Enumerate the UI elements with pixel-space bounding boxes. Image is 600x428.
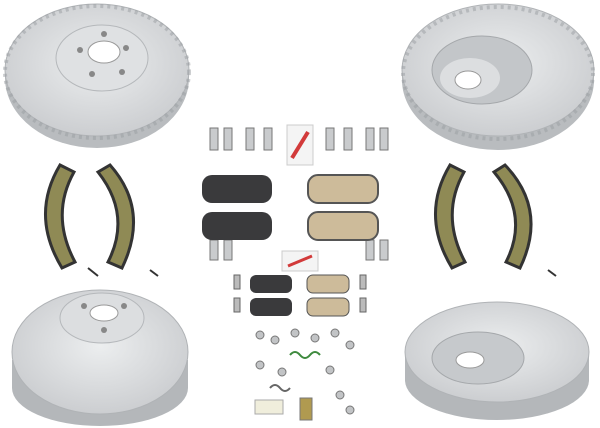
brake-shoes-left bbox=[44, 163, 159, 277]
drum-hardware-kit bbox=[254, 328, 355, 421]
rear-brake-pads bbox=[233, 274, 367, 317]
brake-shoes-right bbox=[434, 163, 557, 277]
front-rotor-right bbox=[401, 3, 595, 150]
rear-rotor-left bbox=[11, 289, 189, 426]
rear-rotor-right bbox=[404, 301, 590, 420]
lubricant-packet bbox=[281, 124, 319, 272]
pad-hardware-clips bbox=[209, 127, 389, 261]
front-rotor-left bbox=[3, 3, 191, 148]
front-brake-pads bbox=[202, 174, 379, 241]
